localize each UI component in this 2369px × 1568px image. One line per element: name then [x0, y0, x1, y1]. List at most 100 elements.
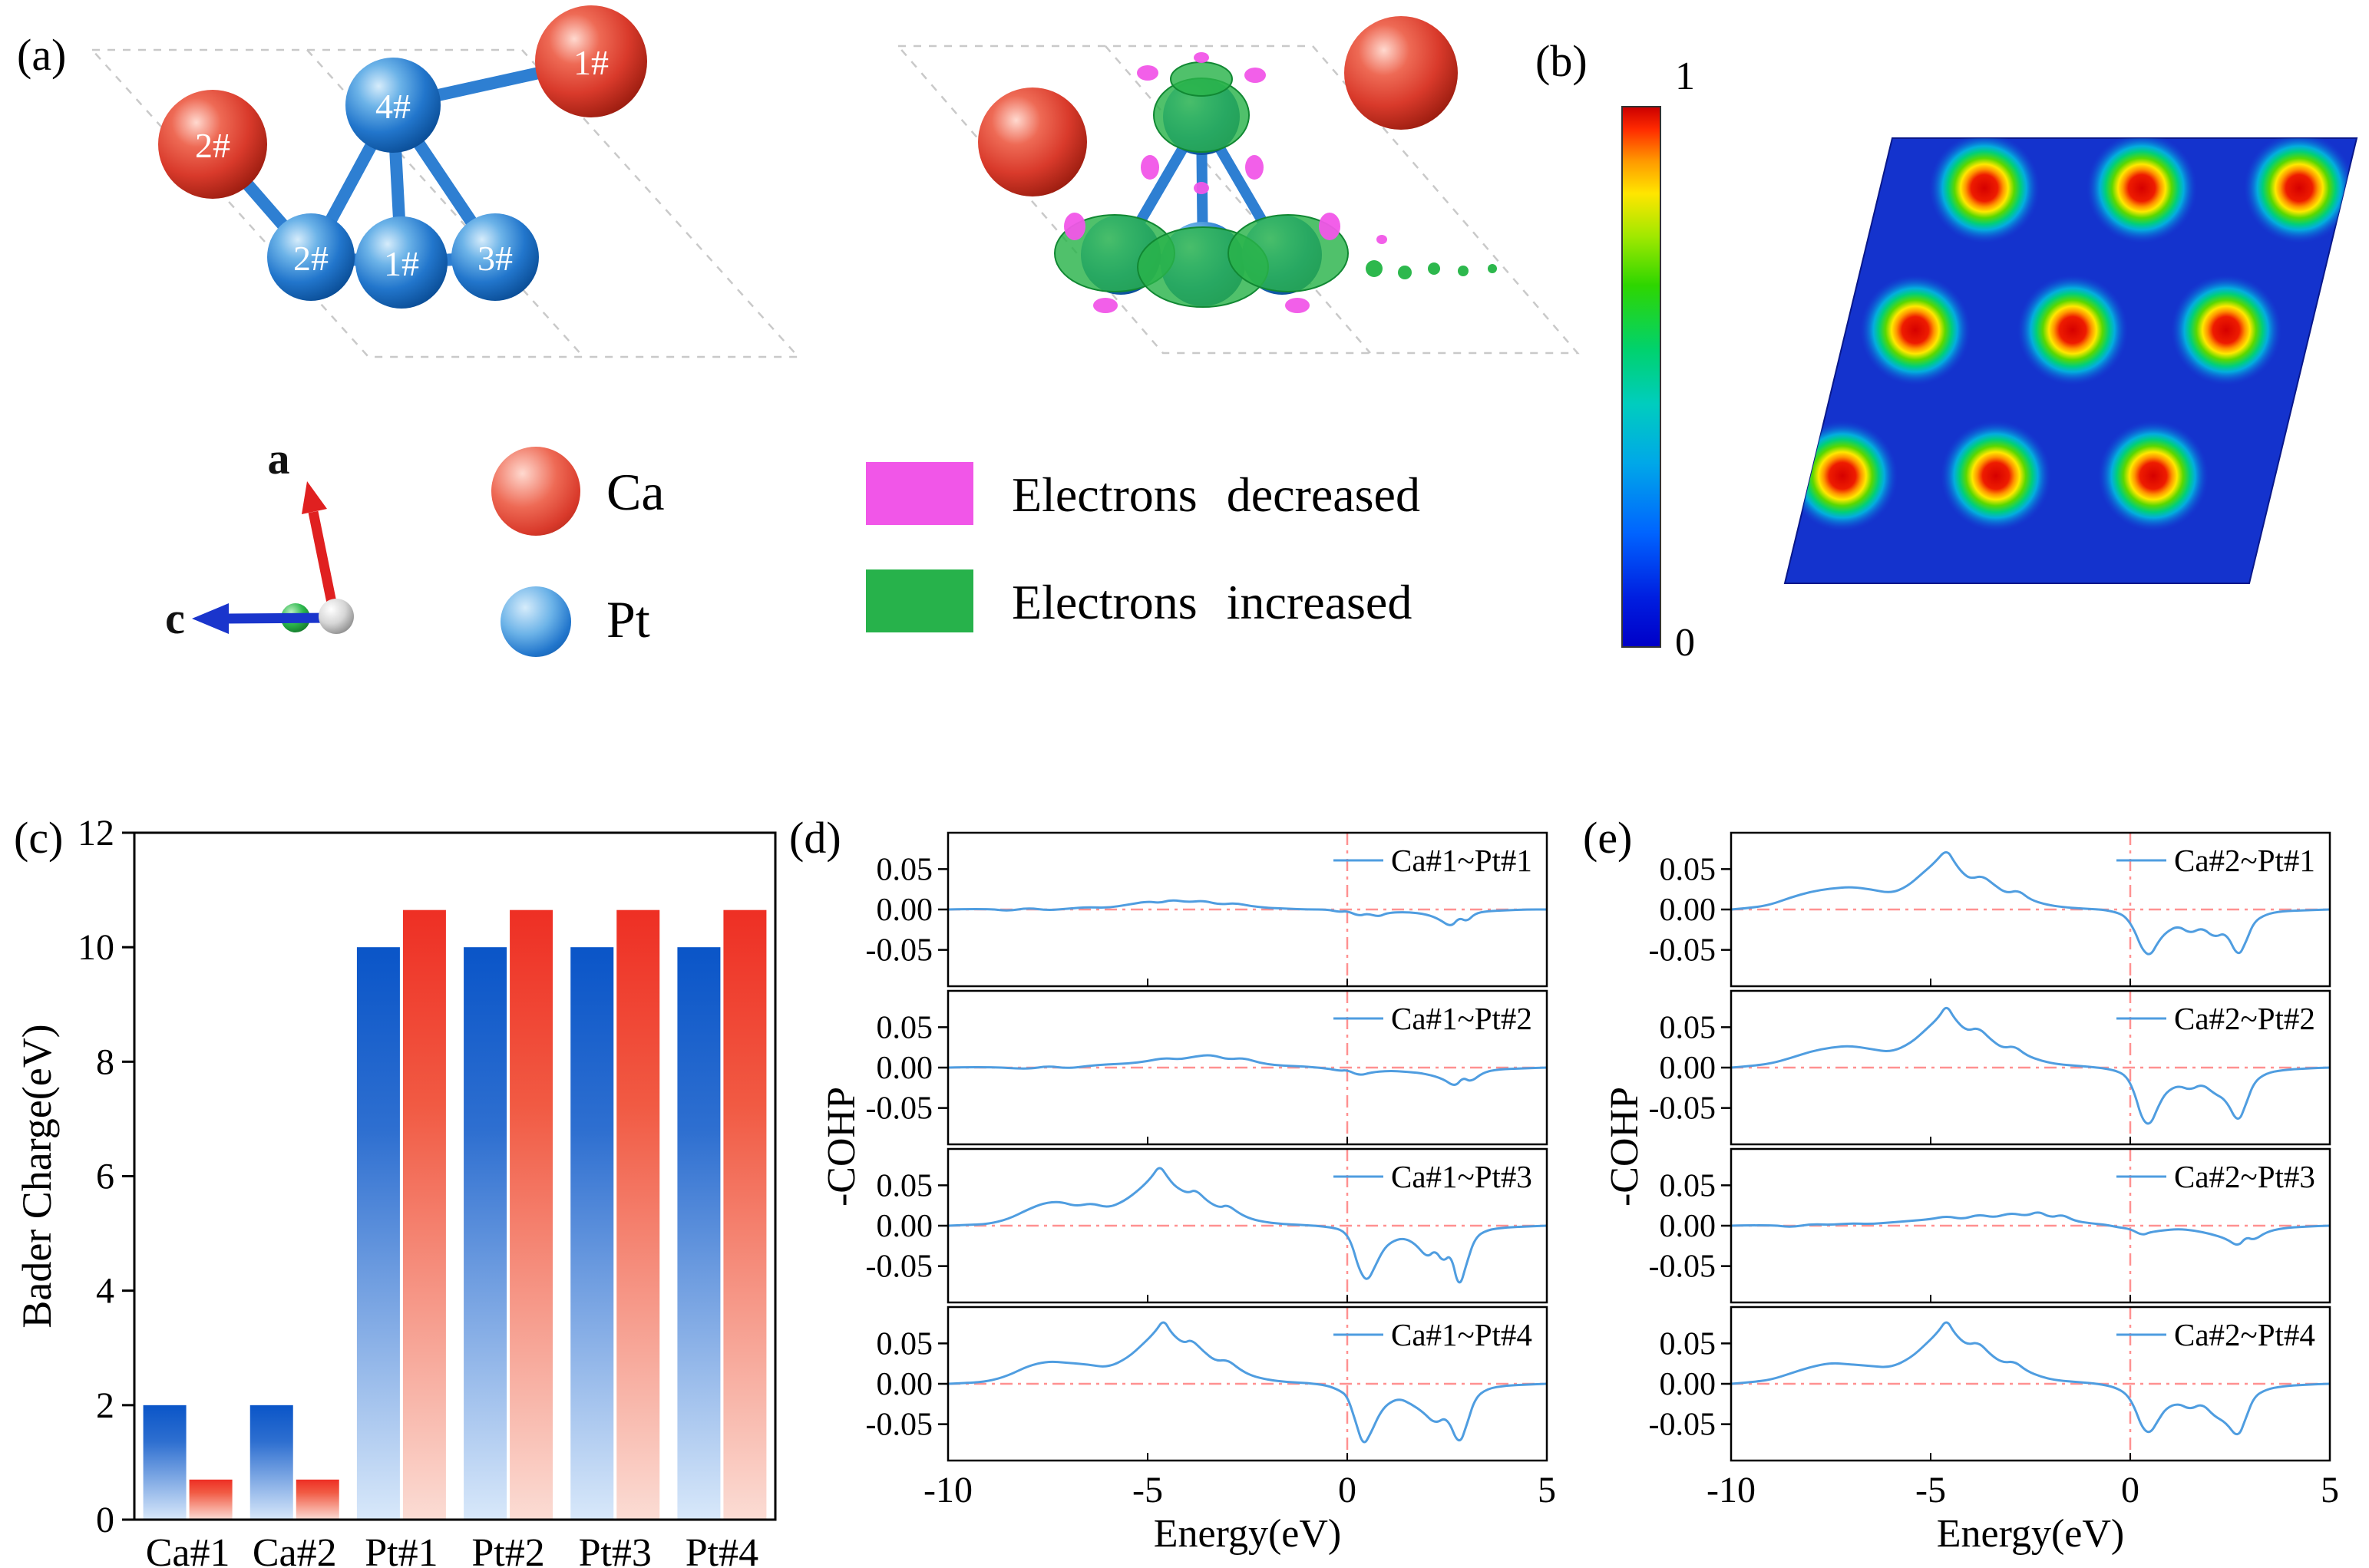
structure-model: 1# 2# 4# 2# 1# 3# [90, 5, 801, 358]
bar-final-Ca#1 [189, 1479, 233, 1520]
bar-final-Pt#3 [616, 909, 660, 1520]
charge-density-model [896, 16, 1580, 355]
ca-atom [1344, 16, 1458, 130]
y-tick-label: 8 [96, 1041, 114, 1082]
y-tick-label: 0.00 [1660, 1051, 1716, 1086]
x-tick-label: Pt#4 [686, 1531, 758, 1568]
panel-label-a: (a) [17, 30, 67, 80]
bar-initial-Pt#1 [356, 947, 400, 1520]
elf-maximum [2171, 275, 2281, 385]
y-tick-label: 0.05 [1660, 1010, 1716, 1045]
ca-atom: 1# [535, 5, 647, 117]
y-axis-title: Bader Charge(eV) [14, 1024, 60, 1328]
bar-final-Pt#4 [723, 909, 767, 1520]
cohp-legend: Ca#1~Pt#2 [1391, 1001, 1532, 1036]
y-tick-label: -0.05 [1649, 1249, 1716, 1285]
ca-atom [978, 87, 1087, 196]
cohp-legend: Ca#2~Pt#4 [2174, 1317, 2315, 1352]
y-tick-label: 4 [96, 1271, 114, 1312]
pt-atom: 1# [355, 216, 448, 309]
bar-initial-Ca#2 [249, 1405, 293, 1520]
bar-initial-Ca#1 [143, 1405, 187, 1520]
x-tick-label: 5 [2321, 1470, 2339, 1510]
ca-legend-sphere [491, 447, 580, 536]
electrons-decreased-label: Electrons decreased [1012, 467, 1420, 522]
pt-legend-sphere [501, 586, 571, 657]
x-tick-label: 0 [2121, 1470, 2139, 1510]
elf-maximum [1787, 421, 1898, 531]
x-tick-label: -10 [1707, 1470, 1756, 1510]
colorbar-min-label: 0 [1675, 621, 1695, 665]
y-tick-label: 0.00 [877, 1209, 933, 1244]
x-tick-label: Pt#3 [579, 1531, 652, 1568]
bar-initial-Pt#3 [570, 947, 614, 1520]
x-tick-label: 5 [1538, 1470, 1556, 1510]
y-tick-label: 0.05 [1660, 1326, 1716, 1362]
atom-label: 4# [375, 87, 411, 126]
cohp-curve [948, 1321, 1547, 1444]
panel-label-e: (e) [1583, 813, 1633, 863]
y-tick-label: 0.00 [1660, 1209, 1716, 1244]
atom-label: 1# [384, 244, 419, 283]
x-axis-title: Energy(eV) [1937, 1512, 2125, 1556]
bar-initial-Pt#2 [464, 947, 507, 1520]
x-tick-label: Ca#2 [253, 1531, 337, 1568]
elf-maximum [2244, 138, 2354, 243]
cohp-curve [948, 1167, 1547, 1284]
y-tick-label: 0 [96, 1500, 114, 1540]
c-axis-arrowhead [192, 603, 229, 634]
x-tick-label: Ca#1 [146, 1531, 230, 1568]
y-tick-label: -0.05 [866, 1091, 933, 1127]
cohp-curve [1731, 1211, 2330, 1246]
cohp-curve [948, 1054, 1547, 1086]
cohp-legend: Ca#2~Pt#3 [2174, 1159, 2315, 1194]
pt-legend-label: Pt [606, 590, 650, 649]
electrons-increased-swatch [866, 569, 973, 632]
cohp-curve [1731, 1321, 2330, 1436]
isosurface-electrons-increased [1054, 61, 1349, 308]
bar-final-Pt#2 [510, 909, 553, 1520]
pt-atom: 3# [451, 213, 539, 301]
elf-maximum [1929, 138, 2040, 243]
elf-maximum [2017, 275, 2128, 385]
electrons-decreased-swatch [866, 462, 973, 525]
colorbar [1621, 106, 1661, 648]
cohp-legend: Ca#1~Pt#4 [1391, 1317, 1532, 1352]
y-tick-label: 0.05 [877, 1326, 933, 1362]
a-axis-arrowhead [302, 481, 327, 514]
y-tick-label: -0.05 [1649, 933, 1716, 969]
ca-atom: 2# [158, 90, 267, 199]
y-axis-title: -COHP [1603, 1087, 1647, 1207]
bar-final-Pt#1 [402, 909, 446, 1520]
pt-atom: 4# [345, 58, 441, 153]
x-tick-label: Pt#2 [471, 1531, 544, 1568]
cohp-curve [1731, 1006, 2330, 1125]
panel-label-d: (d) [789, 813, 841, 863]
electrons-increased-label: Electrons increased [1012, 575, 1412, 629]
y-tick-label: -0.05 [866, 1249, 933, 1285]
cohp-legend: Ca#1~Pt#3 [1391, 1159, 1532, 1194]
y-axis-title: -COHP [820, 1087, 864, 1207]
atom-label: 1# [573, 43, 609, 82]
x-tick-label: 0 [1338, 1470, 1356, 1510]
y-tick-label: 0.00 [877, 1051, 933, 1086]
y-tick-label: 0.05 [1660, 852, 1716, 887]
cohp-curve [1731, 851, 2330, 956]
c-axis-arrow [226, 612, 332, 624]
y-tick-label: -0.05 [866, 933, 933, 969]
y-tick-label: 10 [78, 927, 114, 968]
bar-initial-Pt#4 [677, 947, 721, 1520]
elf-maximum [2098, 421, 2209, 531]
c-axis-label: c [165, 593, 185, 643]
cohp-legend: Ca#2~Pt#1 [2174, 843, 2315, 878]
pt-atom: 2# [267, 213, 355, 301]
x-tick-label: -5 [1915, 1470, 1946, 1510]
y-tick-label: -0.05 [1649, 1408, 1716, 1443]
x-tick-label: -10 [923, 1470, 973, 1510]
atom-label: 3# [477, 239, 513, 278]
y-tick-label: 0.05 [877, 1010, 933, 1045]
